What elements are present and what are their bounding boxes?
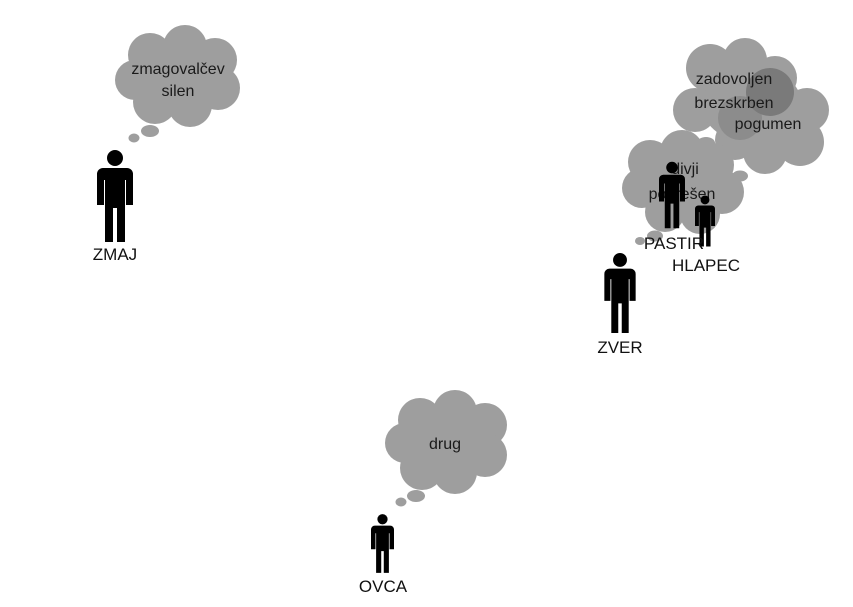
thought-hlapec-3: pogumen: [735, 116, 802, 133]
cloud-ovca: [385, 390, 507, 507]
thought-pastir-1: divji: [671, 161, 699, 178]
thought-cloud-icon: [115, 25, 240, 143]
label-zver: ZVER: [597, 338, 642, 357]
person-icon: [97, 150, 133, 242]
person-icon: [604, 253, 636, 333]
label-zmaj: ZMAJ: [93, 245, 137, 264]
thought-zmaj-1: zmagovalčev: [131, 61, 224, 78]
label-hlapec: HLAPEC: [672, 256, 740, 275]
label-ovca: OVCA: [359, 577, 408, 596]
label-pastir: PASTIR: [644, 234, 704, 253]
cloud-hlapec: [673, 38, 829, 182]
cloud-zmaj: [115, 25, 240, 143]
thought-cloud-icon: [385, 390, 507, 507]
thought-ovca-1: drug: [429, 436, 461, 453]
thought-hlapec-1: zadovoljen: [696, 71, 773, 88]
thought-hlapec-2: brezskrben: [694, 95, 773, 112]
thought-zmaj-2: silen: [162, 83, 195, 100]
person-icon: [371, 514, 394, 573]
